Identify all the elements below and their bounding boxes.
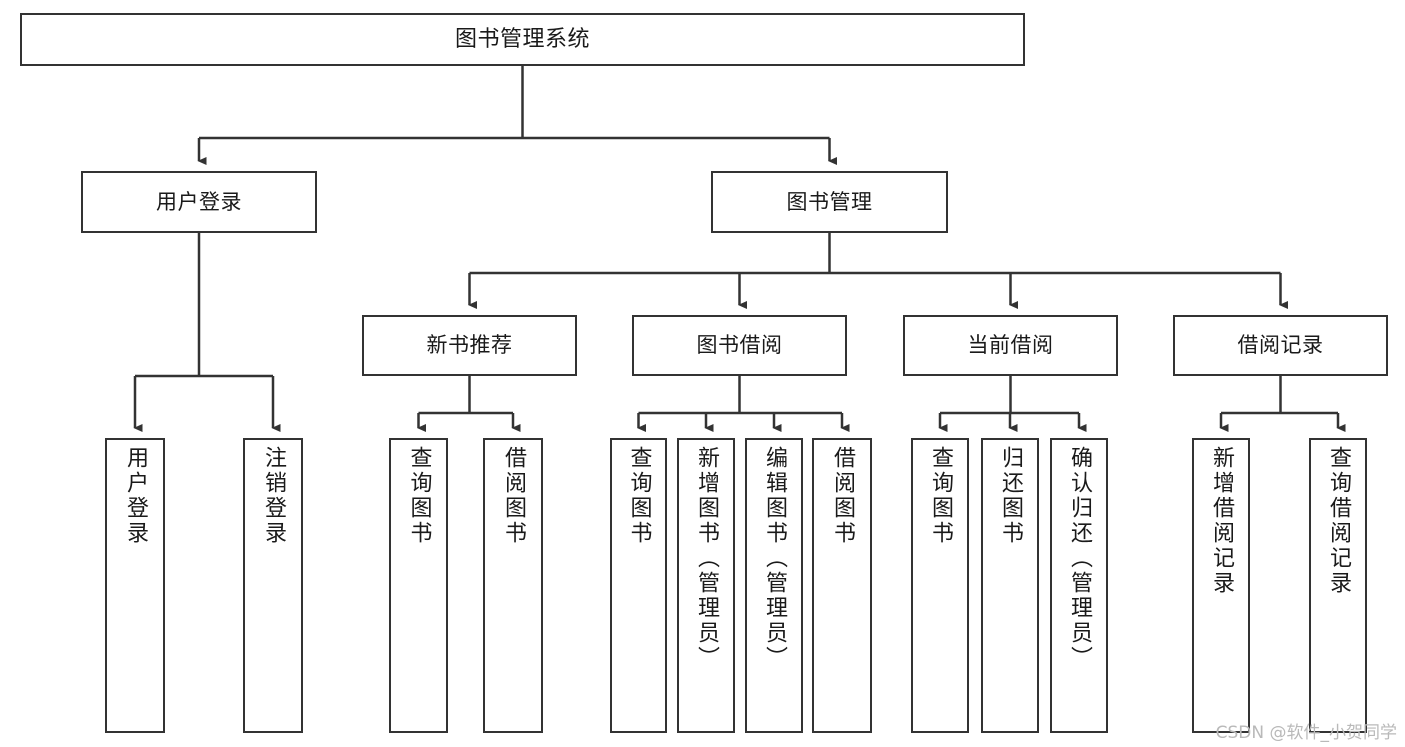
- node-label: 借阅图书: [830, 446, 855, 546]
- node-label: 新增借阅记录: [1209, 446, 1234, 596]
- node-leaf-10[interactable]: 归还图书: [981, 438, 1039, 733]
- node-label: 编辑图书（管理员）: [762, 446, 787, 671]
- node-label: 查询图书: [406, 446, 432, 546]
- node-newbook[interactable]: 新书推荐: [362, 315, 577, 376]
- node-label: 查询图书: [626, 446, 652, 546]
- watermark-text: CSDN @软件_小贺同学: [1215, 723, 1397, 743]
- node-leaf-11[interactable]: 确认归还（管理员）: [1050, 438, 1108, 733]
- node-login[interactable]: 用户登录: [81, 171, 317, 233]
- edge-paths: [133, 66, 1346, 432]
- node-label: 图书借阅: [696, 333, 783, 358]
- node-label: 图书管理系统: [454, 26, 590, 52]
- node-label: 借阅记录: [1237, 333, 1324, 358]
- node-leaf-5[interactable]: 查询图书: [610, 438, 667, 733]
- node-leaf-7[interactable]: 编辑图书（管理员）: [745, 438, 803, 733]
- node-leaf-6[interactable]: 新增图书（管理员）: [677, 438, 735, 733]
- node-label: 用户登录: [156, 189, 242, 214]
- node-borrow[interactable]: 图书借阅: [632, 315, 847, 376]
- node-label: 用户登录: [123, 446, 148, 546]
- node-label: 归还图书: [998, 446, 1023, 546]
- node-leaf-2[interactable]: 注销登录: [243, 438, 303, 733]
- node-label: 新增图书（管理员）: [694, 446, 719, 671]
- node-label: 图书管理: [786, 189, 873, 214]
- node-root[interactable]: 图书管理系统: [20, 13, 1025, 66]
- node-label: 查询借阅记录: [1326, 446, 1351, 596]
- node-leaf-1[interactable]: 用户登录: [105, 438, 165, 733]
- node-leaf-8[interactable]: 借阅图书: [812, 438, 872, 733]
- node-label: 当前借阅: [967, 333, 1054, 358]
- node-label: 确认归还（管理员）: [1067, 446, 1092, 671]
- node-label: 借阅图书: [501, 446, 526, 546]
- node-label: 注销登录: [261, 446, 286, 546]
- node-label: 查询图书: [928, 446, 953, 546]
- node-leaf-12[interactable]: 新增借阅记录: [1192, 438, 1250, 733]
- node-current[interactable]: 当前借阅: [903, 315, 1118, 376]
- node-leaf-4[interactable]: 借阅图书: [483, 438, 543, 733]
- node-label: 新书推荐: [426, 333, 513, 358]
- node-bookmgmt[interactable]: 图书管理: [711, 171, 948, 233]
- node-leaf-3[interactable]: 查询图书: [389, 438, 448, 733]
- node-leaf-9[interactable]: 查询图书: [911, 438, 969, 733]
- node-record[interactable]: 借阅记录: [1173, 315, 1388, 376]
- node-leaf-13[interactable]: 查询借阅记录: [1309, 438, 1367, 733]
